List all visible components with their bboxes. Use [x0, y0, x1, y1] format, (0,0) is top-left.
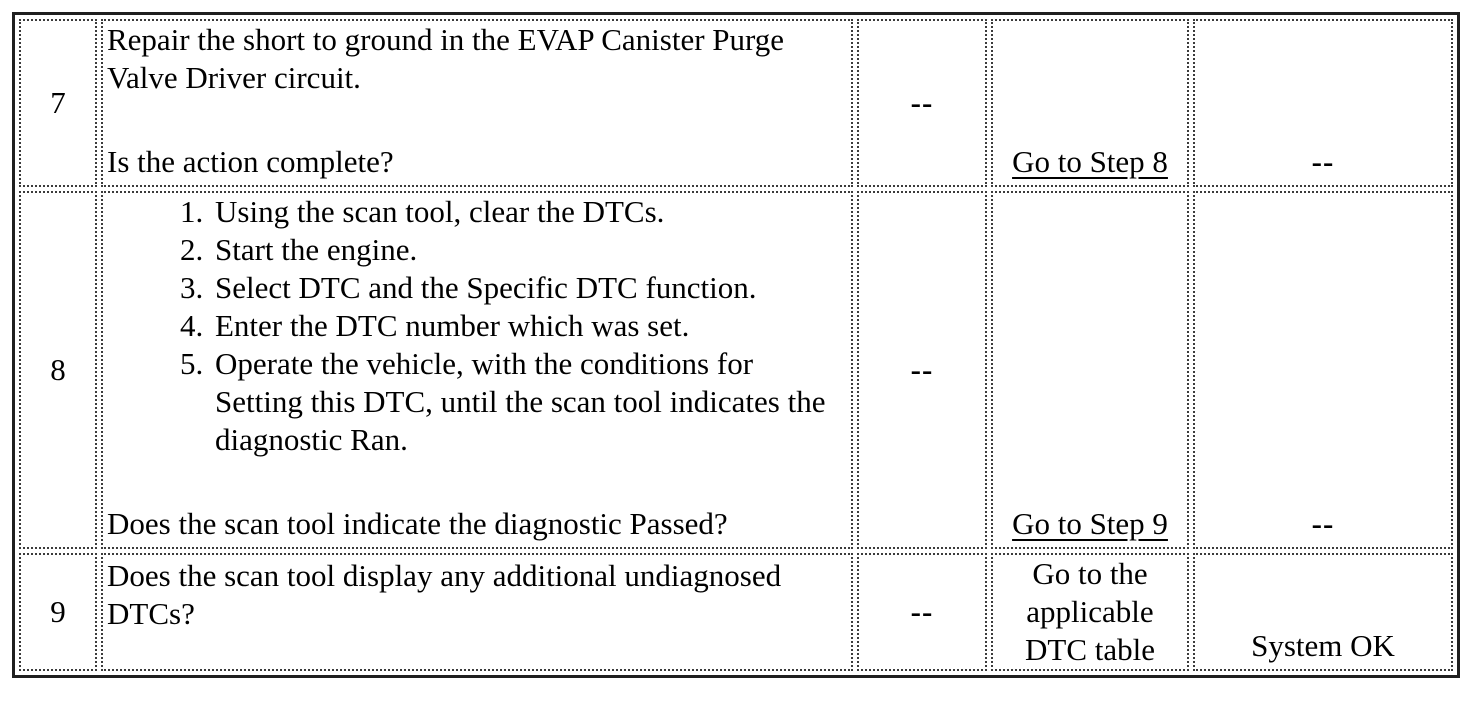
action-step-list: Using the scan tool, clear the DTCs. Sta… [107, 193, 841, 459]
value-cell: -- [857, 19, 987, 187]
list-item: Using the scan tool, clear the DTCs. [211, 193, 841, 231]
go-to-step-8-link[interactable]: Go to Step 8 [1012, 144, 1168, 179]
value-cell: -- [857, 191, 987, 549]
table-row-step-8: 8 Using the scan tool, clear the DTCs. S… [19, 191, 1453, 549]
go-to-dtc-table-text: Go to the applicable DTC table [1025, 556, 1155, 667]
list-item: Enter the DTC number which was set. [211, 307, 841, 345]
diagnostic-table: 7 Repair the short to ground in the EVAP… [12, 12, 1460, 678]
list-item: Start the engine. [211, 231, 841, 269]
no-cell: -- [1193, 19, 1453, 187]
yes-cell: Go to Step 9 [991, 191, 1189, 549]
action-text: Repair the short to ground in the EVAP C… [107, 22, 785, 95]
yes-cell: Go to the applicable DTC table [991, 553, 1189, 671]
table-row-step-9: 9 Does the scan tool display any additio… [19, 553, 1453, 671]
action-question: Is the action complete? [107, 144, 394, 179]
go-to-step-9-link[interactable]: Go to Step 9 [1012, 506, 1168, 541]
list-item: Operate the vehicle, with the conditions… [211, 345, 841, 459]
action-cell: Using the scan tool, clear the DTCs. Sta… [101, 191, 853, 549]
no-dash: -- [1311, 144, 1335, 179]
value-dash: -- [910, 85, 934, 120]
list-item: Select DTC and the Specific DTC function… [211, 269, 841, 307]
no-cell: System OK [1193, 553, 1453, 671]
step-number-cell: 7 [19, 19, 97, 187]
action-cell: Repair the short to ground in the EVAP C… [101, 19, 853, 187]
no-dash: -- [1311, 506, 1335, 541]
step-number-cell: 8 [19, 191, 97, 549]
value-cell: -- [857, 553, 987, 671]
no-cell: -- [1193, 191, 1453, 549]
action-question: Does the scan tool display any additiona… [107, 558, 782, 631]
step-number-cell: 9 [19, 553, 97, 671]
action-cell: Does the scan tool display any additiona… [101, 553, 853, 671]
action-question: Does the scan tool indicate the diagnost… [107, 506, 728, 541]
table-row-step-7: 7 Repair the short to ground in the EVAP… [19, 19, 1453, 187]
value-dash: -- [910, 594, 934, 629]
value-dash: -- [910, 352, 934, 387]
yes-cell: Go to Step 8 [991, 19, 1189, 187]
system-ok-text: System OK [1251, 628, 1395, 663]
